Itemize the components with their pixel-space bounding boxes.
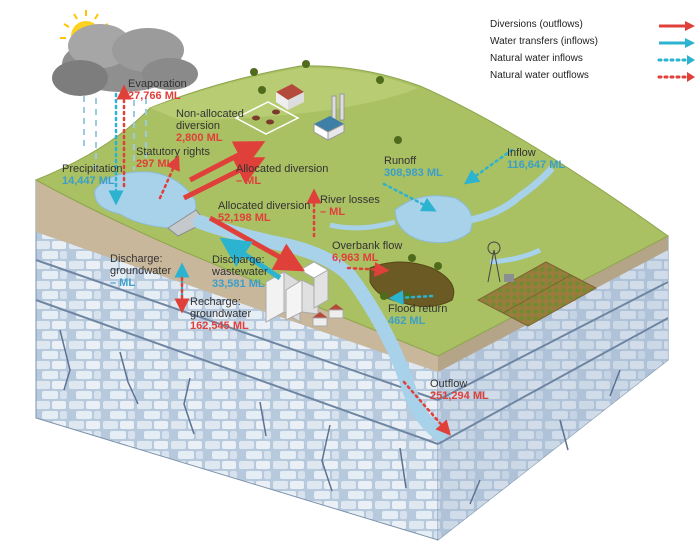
legend-label: Diversions (outflows) — [490, 19, 583, 30]
cloud-icon — [52, 24, 198, 96]
inflow-label: Inflow 116,647 ML — [507, 147, 566, 171]
blue-dotted-arrow-icon — [657, 55, 695, 65]
factory-icon — [313, 93, 345, 141]
runoff-arrow — [382, 182, 437, 212]
statutory-arrow — [158, 155, 180, 200]
runoff-label: Runoff 308,983 ML — [384, 155, 443, 179]
allocated-upper-arrow — [182, 157, 266, 201]
lake-right — [394, 195, 473, 244]
legend-item-natural-inflows: Natural water inflows — [490, 52, 695, 69]
allocated-diversion-lower-label: Allocated diversion 52,198 ML — [218, 200, 311, 224]
statutory-rights-label: Statutory rights 297 ML — [136, 146, 210, 170]
wastewater-arrow — [219, 237, 282, 281]
overbank-arrow — [346, 262, 390, 278]
legend-item-diversions: Diversions (outflows) — [490, 18, 695, 35]
legend: Diversions (outflows) Water transfers (i… — [490, 18, 695, 86]
discharge-wastewater-label: Discharge: wastewater 33,581 ML — [212, 254, 268, 290]
evaporation-label: Evaporation 27,766 ML — [128, 78, 187, 102]
outflow-arrow — [402, 380, 451, 436]
inflow-arrow — [463, 148, 514, 185]
river — [193, 215, 447, 441]
legend-label: Water transfers (inflows) — [490, 36, 598, 47]
rain-icon — [83, 96, 147, 170]
outflow-label: Outflow 251,294 ML — [430, 378, 489, 402]
tree-icon — [250, 60, 442, 300]
flood-return-label: Flood return 462 ML — [388, 303, 448, 327]
flood-return-arrow — [388, 290, 434, 306]
legend-label: Natural water inflows — [490, 53, 583, 64]
allocated-diversion-upper-label: Allocated diversion – ML — [236, 163, 329, 187]
legend-label: Natural water outflows — [490, 70, 589, 81]
red-solid-arrow-icon — [659, 21, 695, 31]
non-allocated-label: Non-allocated diversion 2,800 ML — [176, 108, 244, 144]
red-dotted-arrow-icon — [657, 72, 695, 82]
house-icon — [276, 84, 304, 110]
paddock — [234, 101, 300, 135]
overbank-flow-label: Overbank flow 6,963 ML — [332, 240, 403, 264]
legend-item-transfers: Water transfers (inflows) — [490, 35, 695, 52]
non-allocated-arrow — [188, 141, 266, 183]
cattle-icon — [252, 109, 280, 125]
city-buildings-icon — [265, 261, 330, 323]
recharge-groundwater-label: Recharge: groundwater 162,545 ML — [190, 296, 252, 332]
windmill-icon — [487, 241, 514, 283]
river-losses-label: River losses – ML — [320, 194, 380, 218]
houses-small-icon — [312, 304, 344, 327]
discharge-groundwater-label: Discharge: groundwater – ML — [110, 253, 172, 289]
legend-item-natural-outflows: Natural water outflows — [490, 69, 695, 86]
blue-solid-arrow-icon — [659, 38, 695, 48]
precipitation-label: Precipitation 14,447 ML — [62, 163, 123, 187]
